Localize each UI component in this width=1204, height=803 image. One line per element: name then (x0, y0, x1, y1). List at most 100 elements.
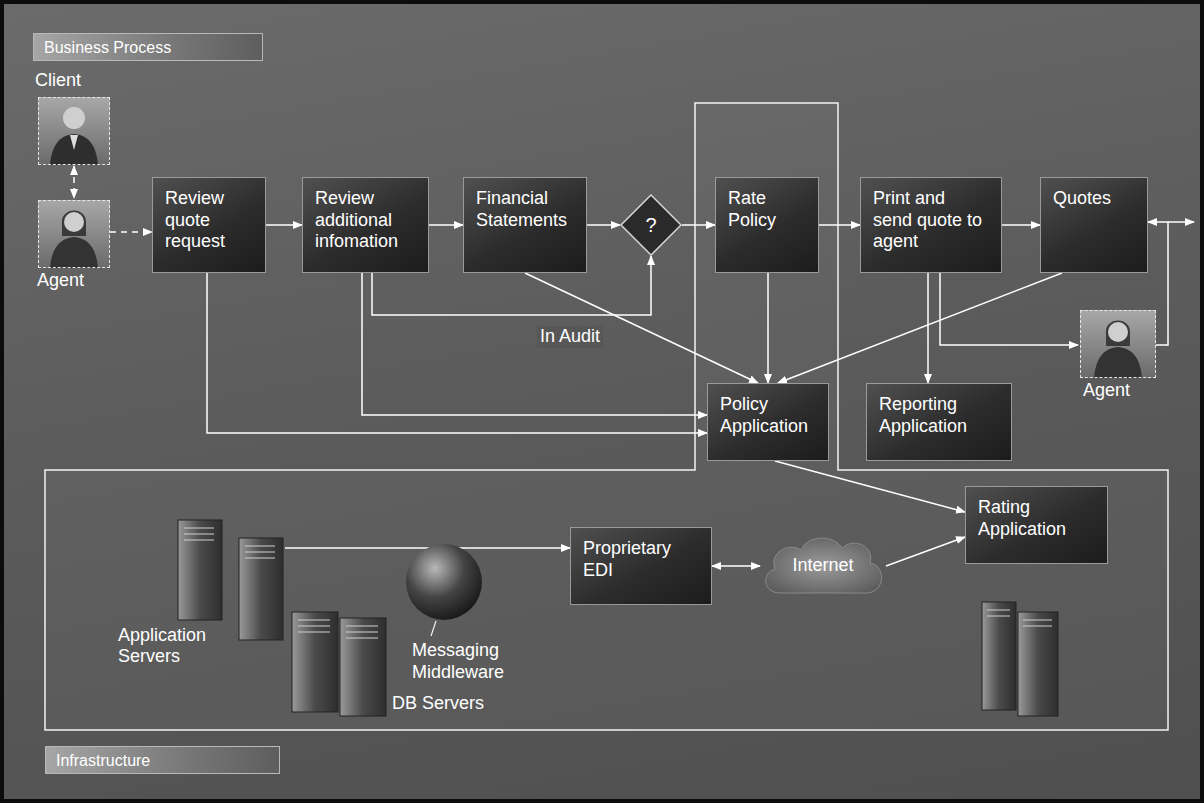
connector-arrow (587, 224, 620, 226)
cloud-shape (766, 538, 882, 593)
dashed-frame (1080, 310, 1156, 378)
svg-part (50, 237, 98, 268)
process-box: Print and send quote to agent (860, 177, 1002, 273)
text-group: Application Servers (118, 625, 230, 668)
middleware-sphere (406, 544, 482, 620)
text-group: Rate Policy (728, 188, 806, 231)
node-text: Review additional infomation (315, 188, 416, 253)
text-group: Business Process (44, 38, 252, 57)
process-box: Rating Application (965, 486, 1108, 564)
svg-part (1080, 310, 1156, 378)
svg-part (982, 602, 1016, 710)
node-text: Infrastructure (56, 751, 269, 770)
node-text: Quotes (1053, 188, 1135, 210)
svg-part (62, 211, 86, 237)
process-box: Policy Application (707, 383, 829, 461)
text-group: Policy Application (720, 394, 816, 437)
svg-part (346, 638, 378, 639)
dashed-connector (110, 231, 152, 233)
node-text: Internet (792, 555, 853, 577)
svg-part (298, 626, 330, 627)
text-group: Internet (792, 555, 853, 577)
svg-part (184, 534, 214, 535)
connector-arrow (712, 565, 760, 567)
application-server-icons (178, 520, 283, 640)
infrastructure-region (45, 103, 1168, 730)
actor-box: Client (33, 70, 110, 166)
db-server-icons (292, 612, 386, 716)
node-text: Agent (1083, 380, 1130, 402)
node-text: Application Servers (118, 625, 230, 668)
node-text: Rating Application (978, 497, 1095, 540)
text-group: Review additional infomation (315, 188, 416, 253)
svg-part (239, 538, 283, 640)
svg-part (70, 135, 78, 150)
text-group: Reporting Application (879, 394, 999, 437)
svg-part (1023, 620, 1052, 621)
text-group: Proprietary EDI (583, 538, 699, 581)
connector-arrow (767, 273, 769, 383)
node-text: Rate Policy (728, 188, 806, 231)
connector-arrow (886, 537, 965, 566)
connector-arrow (362, 273, 707, 415)
svg-part (38, 97, 110, 165)
process-box: Proprietary EDI (570, 527, 712, 605)
node-text: Review quote request (165, 188, 253, 253)
svg-part (245, 552, 275, 553)
connector-arrow (682, 224, 715, 226)
agent-icon (1080, 310, 1156, 378)
connector-arrow (429, 224, 463, 226)
connector-arrow (778, 273, 1062, 383)
decision-diamond: ? (620, 194, 682, 256)
process-box: Reporting Application (866, 383, 1012, 461)
svg-part (245, 546, 275, 547)
process-box: Review quote request (152, 177, 266, 273)
text-group: Client (35, 70, 81, 92)
svg-part (298, 632, 330, 633)
text-group: Infrastructure (56, 751, 269, 770)
svg-part (346, 632, 378, 633)
connector-arrow (266, 224, 302, 226)
node-text: Policy Application (720, 394, 816, 437)
process-box: Quotes (1040, 177, 1148, 273)
actor-box: Agent (1078, 308, 1156, 404)
node-text: Reporting Application (879, 394, 999, 437)
svg-part (1108, 322, 1128, 342)
svg-part (292, 612, 338, 712)
svg-part (1094, 347, 1142, 378)
svg-part (38, 200, 110, 268)
connector-arrow (1002, 224, 1040, 226)
agent-icon (38, 200, 110, 268)
leader-line (431, 621, 436, 636)
node-text: Proprietary EDI (583, 538, 699, 581)
text-group: Agent (1083, 380, 1130, 402)
rating-server-icons (982, 602, 1058, 716)
component-label: DB Servers (392, 693, 484, 715)
svg-part (1023, 626, 1052, 627)
process-box: Review additional infomation (302, 177, 429, 273)
dashed-frame (38, 97, 110, 165)
node-text: Client (35, 70, 81, 92)
svg-part (245, 558, 275, 559)
text-group: Print and send quote to agent (873, 188, 989, 253)
connector-arrow (940, 273, 1078, 345)
node-text: Agent (37, 270, 84, 292)
dashed-connector (73, 166, 75, 198)
node-text: Print and send quote to agent (873, 188, 989, 253)
text-group: Agent (37, 270, 84, 292)
connector-arrow (207, 273, 707, 433)
connector-arrow (525, 273, 758, 383)
dashed-frame (38, 200, 110, 268)
client-icon (38, 97, 110, 165)
svg-part (178, 520, 222, 620)
connector-arrow (775, 461, 965, 512)
outgoing-arrow (1168, 221, 1194, 223)
edge-label: In Audit (537, 326, 603, 348)
connector-arrow (927, 273, 929, 383)
svg-part (50, 134, 98, 165)
text-group: ? (645, 213, 656, 237)
svg-part (298, 620, 330, 621)
node-text: Financial Statements (476, 188, 574, 231)
